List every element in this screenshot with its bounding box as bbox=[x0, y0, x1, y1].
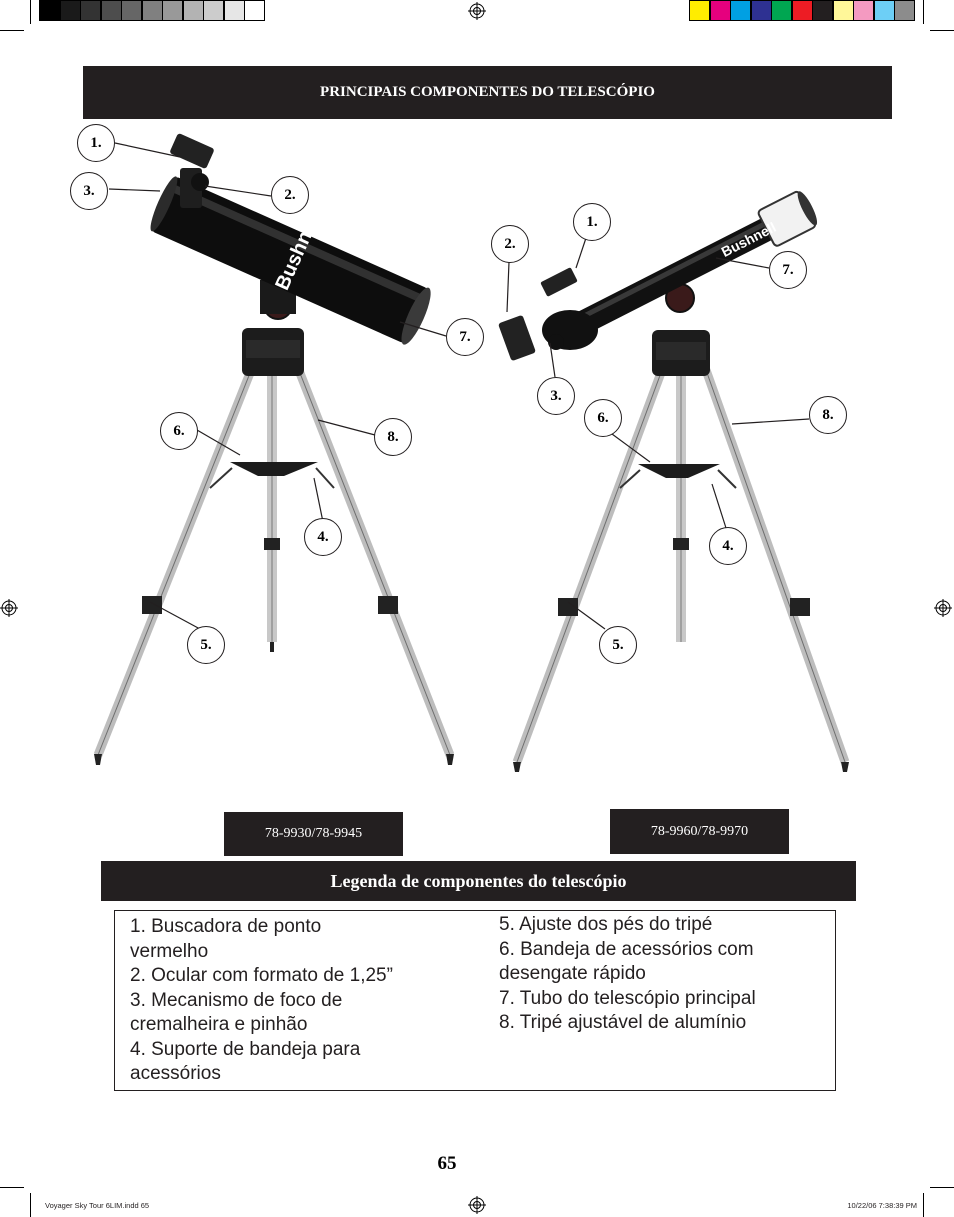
legend-box: 1. Buscadora de ponto vermelho 2. Ocular… bbox=[114, 910, 836, 1091]
registration-mark-icon bbox=[934, 599, 952, 617]
color-swatch bbox=[894, 0, 915, 21]
legend-title: Legenda de componentes do telescópio bbox=[101, 861, 856, 901]
callout-3-right: 3. bbox=[537, 377, 575, 415]
legend-item: 4. Suporte de bandeja para acessórios bbox=[130, 1038, 361, 1085]
footer-file-name: Voyager Sky Tour 6LIM.indd 65 bbox=[45, 1201, 150, 1210]
callout-8-right: 8. bbox=[809, 396, 847, 434]
callout-6-right: 6. bbox=[584, 399, 622, 437]
callout-1-left: 1. bbox=[77, 124, 115, 162]
footer-timestamp: 10/22/06 7:38:39 PM bbox=[847, 1201, 917, 1210]
legend-column-right: 5. Ajuste dos pés do tripé 6. Bandeja de… bbox=[499, 913, 829, 1036]
callout-4-right: 4. bbox=[709, 527, 747, 565]
legend-item: 2. Ocular com formato de 1,25” bbox=[130, 965, 393, 986]
refractor-telescope-illustration: Bushnell bbox=[498, 190, 850, 772]
callout-4-left: 4. bbox=[304, 518, 342, 556]
reflector-telescope-illustration: Bushnell bbox=[93, 133, 455, 765]
legend-item: 3. Mecanismo de foco de cremalheira e pi… bbox=[130, 989, 343, 1036]
legend-item: 1. Buscadora de ponto vermelho bbox=[130, 916, 322, 962]
callout-5-right: 5. bbox=[599, 626, 637, 664]
callout-2-left: 2. bbox=[271, 176, 309, 214]
registration-mark-icon bbox=[468, 2, 486, 20]
callout-1-right: 1. bbox=[573, 203, 611, 241]
callout-6-left: 6. bbox=[160, 412, 198, 450]
color-swatch bbox=[244, 0, 265, 21]
model-label-right: 78-9960/78-9970 bbox=[610, 809, 789, 854]
callout-leader-lines bbox=[108, 142, 810, 630]
legend-item: 5. Ajuste dos pés do tripé bbox=[499, 914, 713, 935]
registration-mark-icon bbox=[0, 599, 18, 617]
page-number: 65 bbox=[437, 1153, 457, 1174]
callout-3-left: 3. bbox=[70, 172, 108, 210]
legend-item: 8. Tripé ajustável de alumínio bbox=[499, 1012, 747, 1033]
callout-7-right: 7. bbox=[769, 251, 807, 289]
callout-2-right: 2. bbox=[491, 225, 529, 263]
callout-7-left: 7. bbox=[446, 318, 484, 356]
registration-mark-icon bbox=[468, 1196, 486, 1214]
legend-item: 6. Bandeja de acessórios com desengate r… bbox=[499, 938, 754, 985]
page-title: PRINCIPAIS COMPONENTES DO TELESCÓPIO bbox=[83, 66, 892, 119]
model-label-left: 78-9930/78-9945 bbox=[224, 812, 403, 856]
callout-5-left: 5. bbox=[187, 626, 225, 664]
legend-column-left: 1. Buscadora de ponto vermelho 2. Ocular… bbox=[130, 915, 460, 1087]
legend-item: 7. Tubo do telescópio principal bbox=[499, 987, 756, 1009]
callout-8-left: 8. bbox=[374, 418, 412, 456]
